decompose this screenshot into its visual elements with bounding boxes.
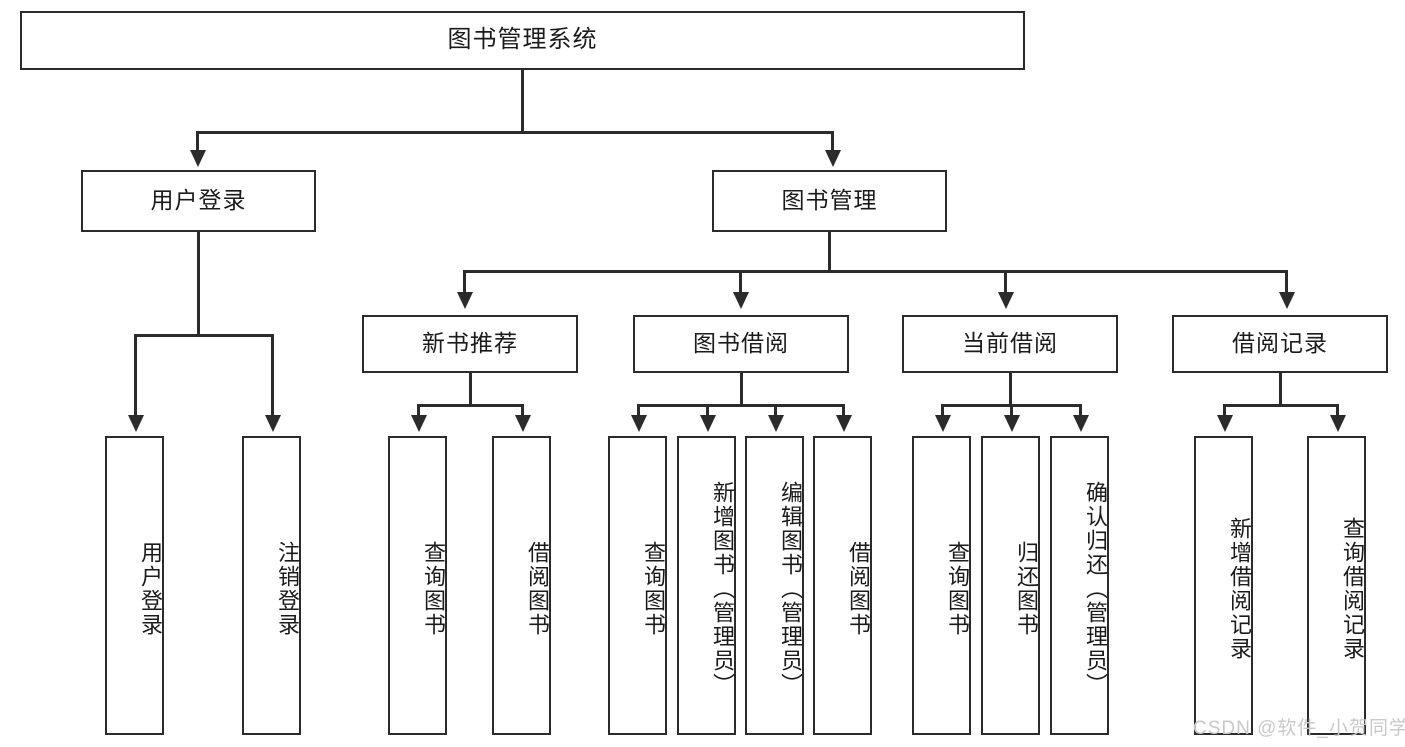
edge-new-book-bus: [417, 404, 524, 407]
edge-current-borrow-leaf1: [941, 404, 944, 419]
edge-user-login-leaf2: [271, 334, 274, 419]
leaf-borrow-record-add[interactable]: 新增借阅记录: [1194, 436, 1253, 735]
edge-root-bus: [196, 131, 834, 134]
node-borrow-record[interactable]: 借阅记录: [1172, 315, 1388, 373]
edge-book-borrow-bus: [637, 404, 844, 407]
arrow-book-borrow-leaf4: [836, 415, 852, 432]
node-label: 借阅图书: [846, 540, 871, 637]
edge-book-borrow-stem: [740, 373, 743, 406]
edge-current-borrow-stem: [1009, 373, 1012, 406]
arrow-user-login-leaf2: [265, 415, 281, 432]
edge-to-borrow-record: [1285, 270, 1288, 297]
edge-borrow-record-bus: [1223, 404, 1339, 407]
arrow-borrow-record-leaf2: [1330, 415, 1346, 432]
node-label: 查询图书: [641, 540, 666, 637]
leaf-book-borrow-query[interactable]: 查询图书: [608, 436, 667, 735]
node-label: 图书借阅: [693, 330, 789, 357]
node-root-book-management-system[interactable]: 图书管理系统: [20, 11, 1025, 70]
edge-book-management-stem: [828, 232, 831, 272]
edge-current-borrow-leaf2: [1010, 404, 1013, 419]
edge-book-borrow-leaf2: [706, 404, 709, 419]
node-label: 当前借阅: [962, 330, 1058, 357]
leaf-current-borrow-confirm-return[interactable]: 确认归还（管理员）: [1050, 436, 1109, 735]
arrow-to-current-borrow: [998, 292, 1014, 309]
arrow-current-borrow-leaf1: [935, 415, 951, 432]
node-label: 借阅图书: [525, 540, 550, 637]
node-label: 归还图书: [1014, 540, 1039, 637]
node-label: 确认归还（管理员）: [1083, 480, 1108, 697]
arrow-book-borrow-leaf1: [631, 415, 647, 432]
edge-book-borrow-leaf3: [774, 404, 777, 419]
node-label: 图书管理系统: [447, 26, 598, 54]
node-current-borrow[interactable]: 当前借阅: [902, 315, 1118, 373]
edge-user-login-leaf1: [134, 334, 137, 419]
node-book-borrow[interactable]: 图书借阅: [633, 315, 849, 373]
edge-to-book-borrow: [739, 270, 742, 297]
node-label: 查询图书: [945, 540, 970, 637]
node-label: 编辑图书（管理员）: [778, 480, 803, 697]
edge-new-book-leaf2: [521, 404, 524, 419]
edge-borrow-record-leaf1: [1223, 404, 1226, 419]
leaf-current-borrow-query[interactable]: 查询图书: [912, 436, 971, 735]
arrow-to-user-login: [190, 150, 206, 167]
arrow-new-book-leaf2: [515, 415, 531, 432]
node-new-book-recommend[interactable]: 新书推荐: [362, 315, 578, 373]
leaf-borrow-record-query[interactable]: 查询借阅记录: [1307, 436, 1366, 735]
edge-book-management-bus: [463, 270, 1288, 273]
node-label: 用户登录: [150, 187, 247, 214]
edge-to-user-login: [196, 131, 199, 155]
leaf-user-login-login[interactable]: 用户登录: [105, 436, 164, 735]
edge-user-login-stem: [197, 232, 200, 336]
leaf-book-borrow-edit[interactable]: 编辑图书（管理员）: [745, 436, 804, 735]
arrow-current-borrow-leaf2: [1004, 415, 1020, 432]
arrow-book-borrow-leaf3: [768, 415, 784, 432]
node-label: 新增借阅记录: [1227, 516, 1252, 661]
arrow-user-login-leaf1: [128, 415, 144, 432]
leaf-new-book-query[interactable]: 查询图书: [388, 436, 447, 735]
arrow-new-book-leaf1: [411, 415, 427, 432]
edge-book-borrow-leaf1: [637, 404, 640, 419]
arrow-book-borrow-leaf2: [700, 415, 716, 432]
node-label: 借阅记录: [1232, 330, 1328, 357]
node-label: 新增图书（管理员）: [710, 480, 735, 697]
node-label: 查询借阅记录: [1340, 516, 1365, 661]
leaf-book-borrow-add[interactable]: 新增图书（管理员）: [677, 436, 736, 735]
edge-new-book-leaf1: [417, 404, 420, 419]
edge-book-borrow-leaf4: [842, 404, 845, 419]
leaf-new-book-borrow[interactable]: 借阅图书: [492, 436, 551, 735]
arrow-current-borrow-leaf3: [1073, 415, 1089, 432]
arrow-to-new-book: [457, 292, 473, 309]
arrow-to-borrow-record: [1279, 292, 1295, 309]
node-label: 注销登录: [275, 540, 300, 637]
node-label: 新书推荐: [422, 330, 518, 357]
edge-borrow-record-leaf2: [1336, 404, 1339, 419]
node-label: 用户登录: [138, 540, 163, 637]
leaf-current-borrow-return[interactable]: 归还图书: [981, 436, 1040, 735]
edge-root-stem: [521, 70, 524, 132]
edge-borrow-record-stem: [1279, 373, 1282, 406]
node-book-management[interactable]: 图书管理: [712, 170, 947, 232]
edge-to-new-book: [463, 270, 466, 297]
edge-to-current-borrow: [1004, 270, 1007, 297]
leaf-user-login-logout[interactable]: 注销登录: [242, 436, 301, 735]
arrow-to-book-management: [825, 150, 841, 167]
node-label: 图书管理: [781, 187, 878, 214]
edge-current-borrow-leaf3: [1079, 404, 1082, 419]
edge-new-book-stem: [469, 373, 472, 406]
arrow-to-book-borrow: [733, 292, 749, 309]
edge-user-login-bus: [134, 334, 274, 337]
node-user-login[interactable]: 用户登录: [81, 170, 316, 232]
watermark-csdn: CSDN @软件_小贺同学: [1193, 718, 1405, 739]
node-label: 查询图书: [421, 540, 446, 637]
leaf-book-borrow-borrow[interactable]: 借阅图书: [813, 436, 872, 735]
arrow-borrow-record-leaf1: [1217, 415, 1233, 432]
edge-to-book-management: [831, 131, 834, 155]
